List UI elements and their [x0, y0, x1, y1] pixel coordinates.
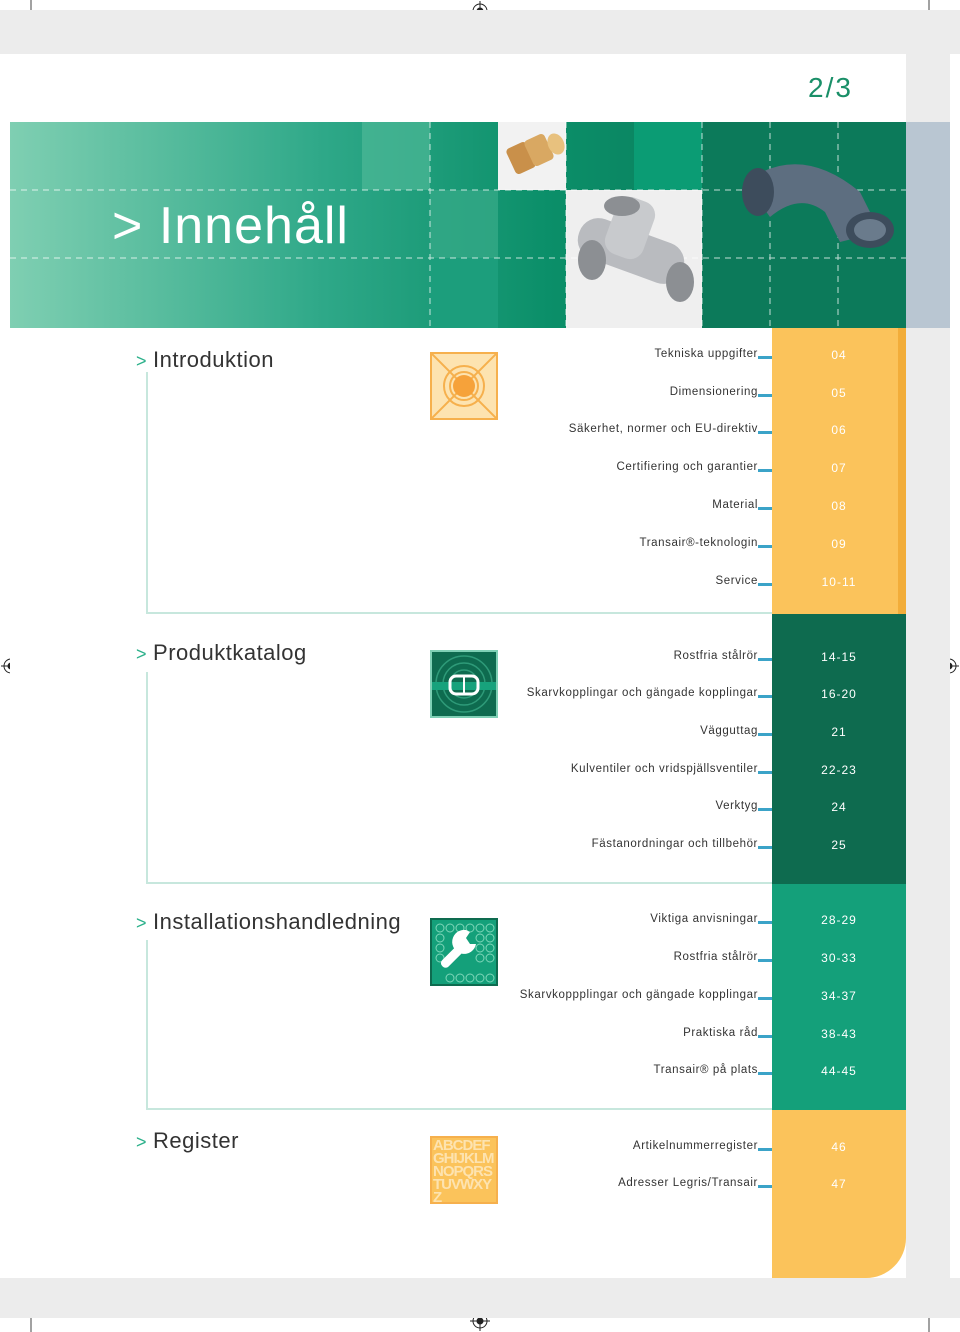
- toc-entry-page[interactable]: 16-20: [821, 687, 857, 701]
- leader-line: [758, 846, 772, 849]
- section-title-introduktion: >Introduktion: [136, 347, 274, 372]
- leader-line: [758, 1072, 772, 1075]
- leader-line: [758, 959, 772, 962]
- leader-line: [758, 808, 772, 811]
- toc-entry-label[interactable]: Fästanordningar och tillbehör: [591, 838, 758, 850]
- section-bracket: [146, 940, 148, 1110]
- toc-entry-label[interactable]: Service: [715, 575, 758, 587]
- leader-line: [758, 583, 772, 586]
- toc-entry-label[interactable]: Rostfria stålrör: [673, 650, 758, 662]
- section-divider: [146, 612, 772, 614]
- page-number: 2/3: [808, 72, 853, 103]
- toc-entry-label[interactable]: Vägguttag: [700, 725, 758, 737]
- page-title: > Innehåll: [112, 197, 349, 255]
- section-divider: [146, 882, 772, 884]
- pages-column-register: [772, 1110, 906, 1278]
- wrench-icon: [430, 918, 498, 986]
- hero-mosaic: [10, 122, 906, 328]
- toc-entry-label[interactable]: Skarvkopplingar och gängade kopplingar: [526, 687, 758, 699]
- alphabet-icon: ABCDEFGHIJKLMNOPQRSTUVWXYZ: [430, 1136, 498, 1204]
- pages-column-edge: [898, 328, 906, 614]
- toc-entry-page[interactable]: 10-11: [821, 575, 857, 589]
- section-title-register: >Register: [136, 1128, 239, 1153]
- hero-banner: [10, 122, 906, 328]
- toc-entry-label[interactable]: Tekniska uppgifter: [654, 348, 758, 360]
- toc-entry-label[interactable]: Kulventiler och vridspjällsventiler: [570, 763, 758, 775]
- toc-entry-page[interactable]: 28-29: [821, 913, 857, 927]
- toc-entry-page[interactable]: 06: [831, 423, 847, 437]
- section-bracket: [146, 372, 148, 614]
- leader-line: [758, 1185, 772, 1188]
- toc-entry-page[interactable]: 07: [831, 461, 847, 475]
- toc-entry-page[interactable]: 04: [831, 348, 847, 362]
- toc-entry-label[interactable]: Transair®-teknologin: [639, 537, 758, 549]
- leader-line: [758, 658, 772, 661]
- section-divider: [146, 1108, 772, 1110]
- toc-entry-label[interactable]: Viktiga anvisningar: [650, 913, 758, 925]
- leader-line: [758, 695, 772, 698]
- pipe-connector-icon: [430, 650, 498, 718]
- section-bracket: [146, 672, 148, 884]
- toc-entry-label[interactable]: Säkerhet, normer och EU-direktiv: [568, 423, 758, 435]
- section-title-produktkatalog: >Produktkatalog: [136, 640, 307, 665]
- sun-target-icon: [430, 352, 498, 420]
- toc-entry-page[interactable]: 38-43: [821, 1027, 857, 1041]
- toc-entry-label[interactable]: Transair® på plats: [653, 1064, 758, 1076]
- toc-entry-page[interactable]: 25: [831, 838, 847, 852]
- toc-entry-page[interactable]: 08: [831, 499, 847, 513]
- toc-entry-label[interactable]: Rostfria stålrör: [673, 951, 758, 963]
- leader-line: [758, 431, 772, 434]
- pages-column-installationshandledning: [772, 884, 906, 1110]
- tee-fitting-icon: [577, 196, 694, 302]
- toc-entry-page[interactable]: 14-15: [821, 650, 857, 664]
- toc-entry-page[interactable]: 22-23: [821, 763, 857, 777]
- toc-entry-label[interactable]: Certifiering och garantier: [616, 461, 758, 473]
- toc-entry-page[interactable]: 24: [831, 800, 847, 814]
- toc-entry-page[interactable]: 34-37: [821, 989, 857, 1003]
- toc-entry-label[interactable]: Artikelnummerregister: [632, 1140, 758, 1152]
- elbow-fitting-icon: [742, 164, 894, 248]
- toc-entry-page[interactable]: 30-33: [821, 951, 857, 965]
- toc-entry-page[interactable]: 05: [831, 386, 847, 400]
- leader-line: [758, 507, 772, 510]
- leader-line: [758, 997, 772, 1000]
- leader-line: [758, 1035, 772, 1038]
- section-title-installationshandledning: >Installationshandledning: [136, 909, 402, 934]
- hero-side-strip: [906, 122, 950, 328]
- toc-entry-label[interactable]: Skarvkoppplingar och gängade kopplingar: [519, 989, 758, 1001]
- leader-line: [758, 771, 772, 774]
- top-margin-band: [0, 10, 960, 54]
- toc-entry-page[interactable]: 46: [831, 1140, 847, 1154]
- brass-fitting-icon: [506, 133, 565, 175]
- alphabet-letters: ABCDEFGHIJKLMNOPQRSTUVWXYZ: [433, 1137, 495, 1204]
- toc-entry-label[interactable]: Praktiska råd: [683, 1027, 758, 1039]
- pages-column-produktkatalog: [772, 614, 906, 884]
- toc-entry-label[interactable]: Verktyg: [715, 800, 758, 812]
- leader-line: [758, 921, 772, 924]
- toc-entry-page[interactable]: 47: [831, 1177, 847, 1191]
- toc-entry-page[interactable]: 21: [831, 725, 847, 739]
- toc-entry-label[interactable]: Dimensionering: [669, 386, 758, 398]
- leader-line: [758, 394, 772, 397]
- pages-column-introduktion: [772, 328, 906, 614]
- leader-line: [758, 356, 772, 359]
- leader-line: [758, 545, 772, 548]
- leader-line: [758, 1148, 772, 1151]
- bottom-margin-band: [0, 1278, 960, 1318]
- leader-line: [758, 733, 772, 736]
- toc-entry-label[interactable]: Adresser Legris/Transair: [618, 1177, 758, 1189]
- toc-entry-page[interactable]: 09: [831, 537, 847, 551]
- toc-entry-page[interactable]: 44-45: [821, 1064, 857, 1078]
- leader-line: [758, 469, 772, 472]
- toc-entry-label[interactable]: Material: [712, 499, 758, 511]
